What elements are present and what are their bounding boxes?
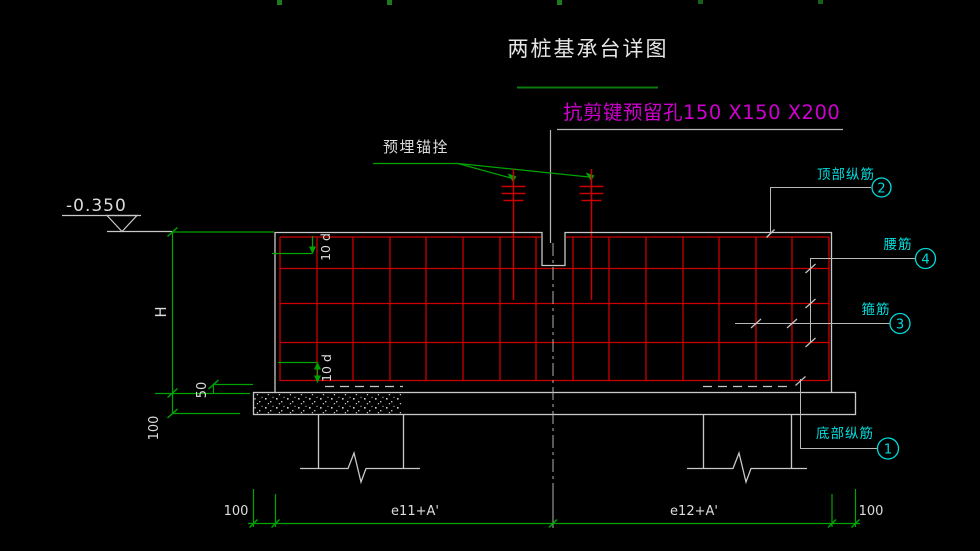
dim-span-right: e12+A' bbox=[670, 504, 718, 519]
break-line-right bbox=[687, 450, 807, 485]
callout-bottom-bars-label: 底部纵筋 bbox=[816, 425, 874, 442]
anchor-bolts bbox=[501, 169, 604, 300]
callout-bottom-bars: 底部纵筋 1 bbox=[795, 376, 900, 460]
hook-dim-bottom bbox=[278, 361, 321, 383]
cushion-layer bbox=[252, 391, 857, 416]
callout-bubble-3 bbox=[889, 312, 911, 335]
anchor-bolt-note: 预埋锚拴 bbox=[383, 138, 449, 156]
pile-left bbox=[300, 414, 420, 485]
dim-span-left: e11+A' bbox=[391, 504, 439, 519]
callout-waist-bars: 腰筋 4 bbox=[805, 236, 937, 348]
callout-bubble-2 bbox=[871, 177, 892, 198]
dim-pile-embed: 50 bbox=[195, 382, 210, 399]
cap-outline bbox=[274, 231, 833, 393]
callout-stirrups-label: 箍筋 bbox=[862, 301, 891, 318]
dimension-chain-bottom bbox=[248, 489, 861, 529]
callout-number-2: 2 bbox=[877, 182, 885, 197]
elevation-value: -0.350 bbox=[66, 196, 127, 216]
hook-dim-top-label: 10 d bbox=[318, 233, 333, 261]
drawing-title: 两桩基承台详图 bbox=[508, 37, 669, 61]
hook-dim-top bbox=[272, 236, 316, 255]
anchor-bolt-leaders bbox=[373, 162, 595, 182]
callout-bubble-1 bbox=[876, 437, 900, 460]
rebar-grid bbox=[279, 236, 830, 382]
callout-number-3: 3 bbox=[896, 318, 904, 333]
hook-dim-bottom-label: 10 d bbox=[319, 354, 334, 382]
shear-key-note: 抗剪键预留孔150 X150 X200 bbox=[563, 101, 840, 124]
callout-number-4: 4 bbox=[921, 253, 929, 268]
dim-height-label: H bbox=[152, 306, 170, 317]
elevation-symbol bbox=[62, 214, 172, 233]
callout-waist-bars-label: 腰筋 bbox=[884, 236, 913, 253]
callout-top-bars-label: 顶部纵筋 bbox=[817, 166, 875, 183]
break-line-left bbox=[300, 450, 420, 485]
shear-key-leader bbox=[549, 128, 843, 243]
elevation-marker: -0.350 bbox=[62, 196, 172, 233]
dim-cushion-thickness: 100 bbox=[147, 416, 162, 441]
callout-number-1: 1 bbox=[884, 443, 892, 458]
callout-top-bars: 顶部纵筋 2 bbox=[766, 166, 892, 238]
dim-bottom-right-edge: 100 bbox=[859, 504, 884, 519]
callout-bubble-4 bbox=[914, 247, 937, 270]
cutoff-text-fragments bbox=[277, 0, 823, 5]
callout-stirrups: 箍筋 3 bbox=[735, 301, 911, 335]
pile-right bbox=[687, 414, 807, 485]
dimension-chain-left bbox=[155, 226, 274, 419]
dim-bottom-left-edge: 100 bbox=[224, 504, 249, 519]
